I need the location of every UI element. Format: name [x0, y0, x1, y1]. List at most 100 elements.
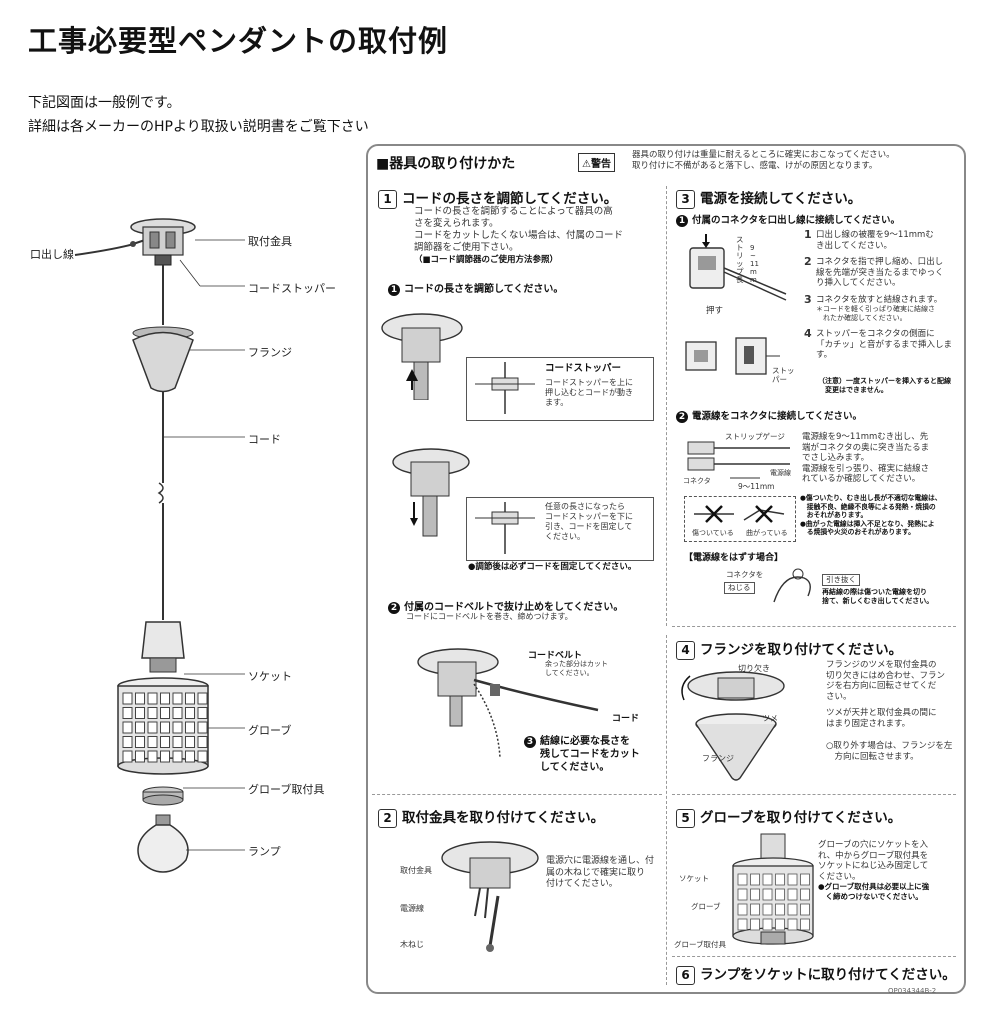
mm-label: 9～11mm — [738, 482, 775, 491]
connector-label: コネクタ — [683, 477, 711, 485]
flange-illustration — [681, 671, 785, 781]
globe-pattern-cell — [147, 707, 158, 719]
stopper-insert-illustration — [685, 337, 780, 375]
globe-pattern-cell — [775, 903, 785, 916]
globe-pattern-cell — [185, 692, 195, 705]
globe-pattern-cell — [122, 736, 133, 748]
globe-pattern-cell — [147, 750, 158, 763]
globe-pattern-cell — [750, 873, 760, 886]
belt-note: 余った部分はカットしてください。 — [545, 660, 608, 677]
globe-pattern-cell — [800, 903, 810, 916]
globe-pattern-cell — [737, 918, 748, 931]
step1-illustration-b — [392, 448, 470, 537]
remove-title: 【電源線をはずす場合】 — [684, 553, 784, 563]
globe-pattern-cell — [197, 707, 208, 719]
globe-pattern-cell — [122, 692, 133, 705]
globe-pattern-cell — [147, 736, 158, 748]
remove-hand-icon — [773, 568, 811, 603]
divider-step1-2 — [372, 794, 662, 795]
cord-belt-illustration — [417, 648, 599, 759]
globe-pattern-cell — [762, 888, 773, 901]
notch-label: 切り欠き — [738, 664, 770, 673]
step3-sub2-desc: 電源線を9～11mmむき出し、先端がコネクタの奥に突き当たるまでさし込みます。電… — [802, 432, 930, 484]
doc-code: OP034344B-2 — [888, 987, 937, 995]
stopper-text: コードストッパーを上に押し込むとコードが動きます。 — [545, 378, 633, 407]
globe-pattern-cell — [787, 888, 798, 901]
intro-line-1: 下記図面は一般例です。 — [28, 95, 181, 111]
warning-text: 器具の取り付けは重量に耐えるところに確実におこなってください。 取り付けに不備が… — [632, 150, 895, 171]
globe-pattern-cell — [185, 750, 195, 763]
socket-shape — [141, 621, 185, 673]
step1-sub2-desc: コードにコードベルトを巻き、締めつけます。 — [406, 612, 573, 621]
strip-mm-label: 9~11mm — [750, 244, 759, 284]
globe-pattern-cell — [172, 750, 183, 763]
step5-desc: グローブの穴にソケットを入れ、中からグローブ取付具をソケットにねじ込み固定してく… — [818, 840, 930, 901]
globe-pattern-cell — [750, 888, 760, 901]
globe-pattern-cell — [800, 918, 810, 931]
globe-pattern-cell — [122, 750, 133, 763]
step5-globe-label: グローブ — [691, 902, 721, 911]
step2-screw-label: 木ねじ — [400, 940, 424, 949]
label-globe-holder: グローブ取付具 — [248, 783, 325, 796]
globe-pattern-cell — [160, 692, 170, 705]
globe-pattern-cell — [197, 721, 208, 734]
globe-pattern-cell — [787, 903, 798, 916]
globe-pattern-cell — [172, 721, 183, 734]
remove-connector: コネクタを — [726, 570, 764, 579]
bad-wire-box — [684, 496, 796, 542]
stopper-small-label: ストッ パー — [772, 366, 795, 384]
globe-pattern-cell — [800, 888, 810, 901]
globe-pattern-cell — [172, 736, 183, 748]
bad-wire-icons — [694, 505, 785, 523]
globe-pattern-cell — [737, 888, 748, 901]
globe-pattern-cell — [160, 707, 170, 719]
globe-pattern-cell — [737, 873, 748, 886]
globe-pattern-cell — [122, 707, 133, 719]
pendant-exploded-diagram — [74, 218, 245, 873]
globe-pattern-cell — [135, 750, 145, 763]
step1-desc: コードの長さを調節することによって器具の高さを変えられます。 コードをカットした… — [414, 206, 624, 265]
fix-detail-icon — [475, 502, 535, 554]
stopper-label: コードストッパー — [545, 363, 622, 374]
panel-header: ■器具の取り付けかた — [376, 156, 516, 172]
divider-step4-5 — [672, 794, 956, 795]
bad1-label: 傷ついている — [692, 529, 734, 537]
step3-caution: （注意）一度ストッパーを挿入すると配線 変更はできません。 — [818, 377, 951, 394]
step5-socket-label: ソケット — [679, 874, 709, 883]
globe-pattern-cell — [197, 736, 208, 748]
globe-pattern-cell — [135, 721, 145, 734]
globe-holder-shape — [142, 786, 184, 806]
globe-pattern-cell — [160, 721, 170, 734]
globe-pattern-cell — [147, 692, 158, 705]
strip-length-label: ストリップ長 — [736, 235, 744, 284]
belt-label: コードベルト — [528, 651, 583, 661]
step3-warn: ●傷ついたり、むき出し長が不適切な電線は、 接触不良、絶縁不良等による発熱・焼損… — [800, 494, 942, 537]
globe-pattern-cell — [762, 873, 773, 886]
bad2-label: 曲がっている — [746, 529, 788, 537]
step2-desc: 電源穴に電源線を通し、付属の木ねじで確実に取り付けてください。 — [546, 856, 655, 889]
lamp-shape — [137, 814, 189, 873]
globe-pattern-cell — [750, 903, 760, 916]
globe-pattern-cell — [197, 750, 208, 763]
globe-pattern-cell — [122, 721, 133, 734]
flange-label: フランジ — [702, 754, 734, 763]
globe-pattern-cell — [775, 888, 785, 901]
pull-label: 引き抜く — [822, 574, 860, 586]
fix-callout-box — [466, 497, 654, 561]
push-label: 押す — [706, 306, 724, 316]
remove-desc: 再結線の際は傷ついた電線を切り捨て、新しくむき出してください。 — [822, 588, 934, 605]
step2-bracket-label: 取付金具 — [400, 866, 432, 875]
remove-twist: ねじる — [724, 582, 755, 594]
globe-pattern-cell — [135, 707, 145, 719]
globe-pattern-cell — [185, 736, 195, 748]
globe-pattern-cell — [185, 721, 195, 734]
label-cord-stopper: コードストッパー — [248, 282, 336, 295]
